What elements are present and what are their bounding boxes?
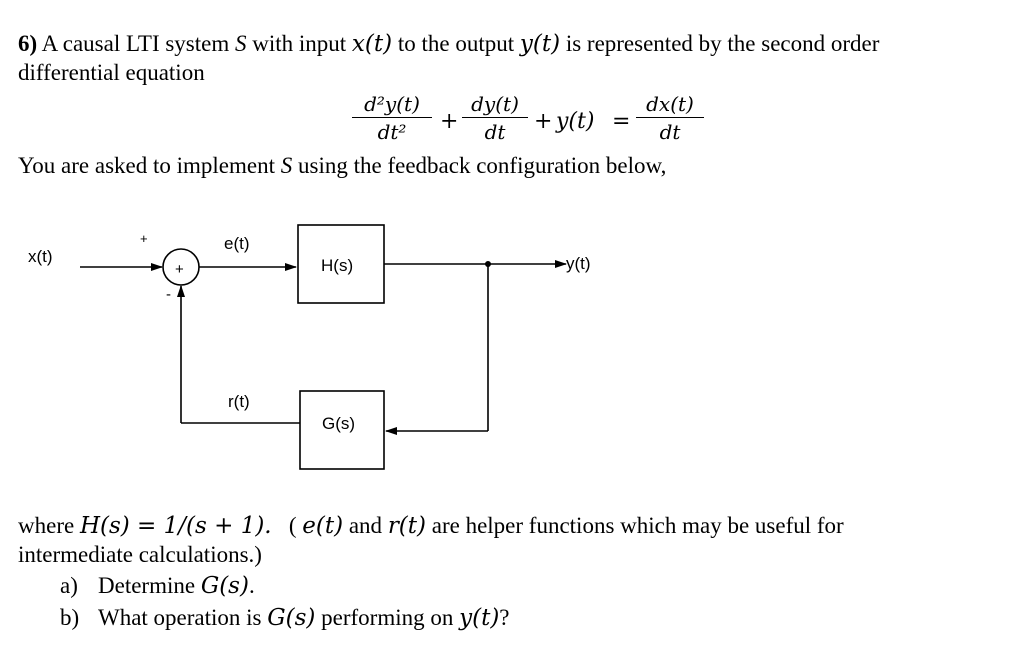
fraction-d2y-dt2: d²y(t) dt² (352, 92, 432, 144)
question-a: a) Determine G(s). (60, 572, 255, 600)
paren-open: ( (288, 513, 297, 538)
implement-text: using the feedback configuration below, (292, 153, 667, 178)
problem-intro-line1: 6) A causal LTI system S with input x(t)… (18, 30, 879, 58)
feedback-signal-label: r(t) (228, 392, 250, 411)
question-letter: b) (60, 605, 80, 630)
question-letter: a) (60, 573, 78, 598)
output-symbol: y(t) (519, 31, 561, 57)
input-label: x(t) (28, 247, 53, 266)
helper-text: are helper functions which may be useful… (426, 513, 844, 538)
intro-text: to the output (392, 31, 520, 56)
g-symbol: G(s) (200, 573, 249, 599)
feedback-block-g (299, 390, 385, 470)
question-text: Determine (98, 573, 201, 598)
question-text: performing on (315, 605, 460, 630)
fraction-numerator: dx(t) (646, 92, 694, 116)
fraction-denominator: dt² (377, 120, 407, 144)
y-symbol: y(t) (459, 605, 500, 631)
spacer (272, 513, 289, 538)
fraction-bar (352, 117, 432, 118)
equals-sign: = (612, 109, 631, 134)
feedback-block-label: G(s) (322, 414, 355, 433)
y-term: y(t) (556, 109, 595, 134)
system-symbol: S (280, 153, 293, 178)
summer-plus-sign: + (140, 231, 148, 246)
implement-sentence: You are asked to implement S using the f… (18, 152, 666, 180)
fraction-dy-dt: dy(t) dt (462, 92, 528, 144)
e-symbol: e(t) (302, 513, 344, 539)
fraction-denominator: dt (659, 120, 681, 144)
fraction-denominator: dt (484, 120, 506, 144)
implement-text: You are asked to implement (18, 153, 281, 178)
fraction-bar (462, 117, 528, 118)
and-text: and (343, 513, 388, 538)
question-b: b) What operation is G(s) performing on y… (60, 604, 510, 632)
system-symbol: S (235, 31, 247, 56)
where-text: where (18, 513, 80, 538)
forward-block-h (297, 224, 385, 304)
r-symbol: r(t) (387, 513, 426, 539)
intro-text: A causal LTI system (37, 31, 235, 56)
fraction-dx-dt: dx(t) dt (636, 92, 704, 144)
fraction-numerator: d²y(t) (364, 92, 420, 116)
question-text: What operation is (98, 605, 268, 630)
fraction-bar (636, 117, 704, 118)
feedback-block-diagram: x(t) + + - e(t) H(s) y(t) G(s) r(t) (28, 224, 591, 470)
summing-junction-label: + (175, 261, 184, 278)
g-symbol: G(s) (267, 605, 316, 631)
where-line-2: intermediate calculations.) (18, 542, 262, 567)
differential-equation: d²y(t) dt² + dy(t) dt + y(t) = dx(t) dt (0, 0, 1024, 160)
plus-operator: + (440, 109, 459, 134)
input-symbol: x(t) (351, 31, 393, 57)
intro-text: is represented by the second order (560, 31, 880, 56)
output-label: y(t) (566, 254, 591, 273)
problem-number: 6) (18, 31, 38, 56)
problem-intro-line2: differential equation (18, 60, 205, 85)
fraction-numerator: dy(t) (471, 92, 519, 116)
intro-text: with input (246, 31, 352, 56)
forward-block-label: H(s) (321, 256, 353, 275)
plus-operator: + (534, 109, 553, 134)
error-signal-label: e(t) (224, 234, 250, 253)
h-definition: H(s) = 1/(s + 1). (79, 513, 272, 539)
summer-minus-sign: - (166, 286, 171, 303)
where-line: where H(s) = 1/(s + 1). ( e(t) and r(t) … (18, 512, 844, 540)
question-text: ? (499, 605, 510, 630)
question-text: . (248, 573, 255, 598)
